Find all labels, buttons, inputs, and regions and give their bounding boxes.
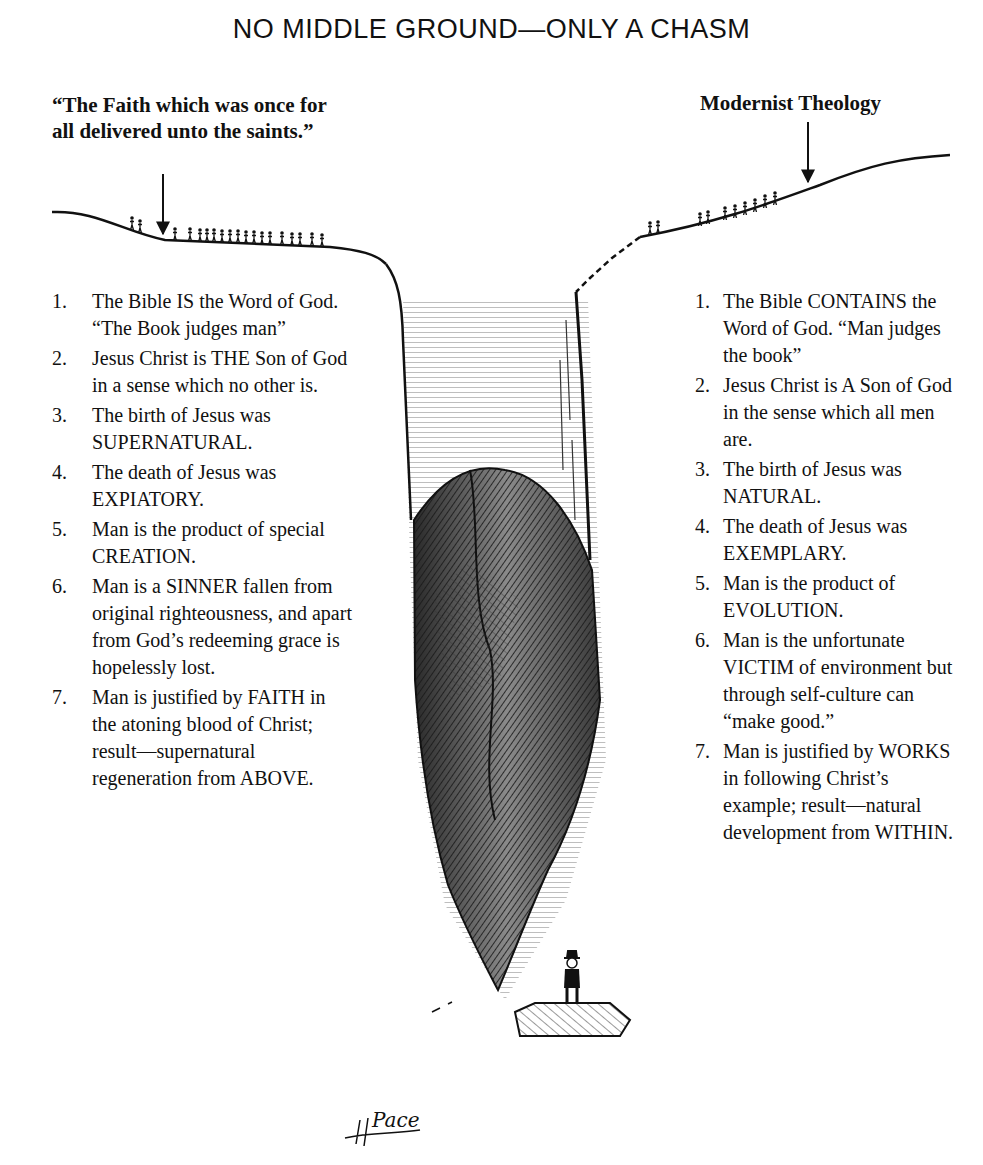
item-number: 2. bbox=[695, 372, 723, 453]
crowd-figure bbox=[138, 219, 142, 233]
chasm-wash bbox=[403, 300, 606, 1000]
item-number: 4. bbox=[52, 459, 92, 513]
crowd-figure bbox=[173, 227, 177, 241]
statement-text: Man is a SINNER fallen from original rig… bbox=[92, 573, 352, 681]
statement-text: The Bible IS the Word of God. “The Book … bbox=[92, 288, 352, 342]
statement-row: 3.The birth of Jesus was SUPERNATURAL. bbox=[52, 402, 352, 456]
right-wall bbox=[576, 292, 590, 560]
crowd-figure bbox=[698, 212, 702, 226]
pointer-arrow bbox=[807, 122, 809, 182]
rock-face bbox=[430, 560, 520, 700]
statement-row: 2.Jesus Christ is A Son of God in the se… bbox=[695, 372, 957, 453]
crowd-figure bbox=[205, 228, 209, 242]
crowd-figure bbox=[743, 201, 747, 215]
statement-column: 1.The Bible CONTAINS the Word of God. “M… bbox=[695, 288, 957, 849]
crowd-figure bbox=[212, 228, 216, 242]
statement-row: 3.The birth of Jesus was NATURAL. bbox=[695, 456, 957, 510]
item-number: 4. bbox=[695, 513, 723, 567]
statement-row: 1.The Bible CONTAINS the Word of God. “M… bbox=[695, 288, 957, 369]
rock-shade bbox=[414, 468, 600, 990]
crowd-figure bbox=[260, 231, 264, 245]
statement-text: Man is the unfortunate VICTIM of environ… bbox=[723, 627, 957, 735]
statement-text: The birth of Jesus was SUPERNATURAL. bbox=[92, 402, 352, 456]
wall-hatching bbox=[560, 320, 575, 520]
right-ground bbox=[640, 155, 950, 237]
statement-text: Man is justified by FAITH in the atoning… bbox=[92, 684, 352, 792]
statement-column: 1.The Bible IS the Word of God. “The Boo… bbox=[52, 288, 352, 795]
rock-ledge bbox=[515, 1003, 630, 1036]
statement-text: Man is the product of EVOLUTION. bbox=[723, 570, 957, 624]
crowd-figure bbox=[733, 204, 737, 218]
crowd-figure bbox=[298, 232, 302, 246]
statement-row: 7.Man is justified by WORKS in following… bbox=[695, 738, 957, 846]
item-number: 2. bbox=[52, 345, 92, 399]
left-wall bbox=[386, 264, 411, 520]
right-crowd bbox=[648, 191, 777, 235]
crowd-figure bbox=[198, 228, 202, 242]
item-number: 7. bbox=[695, 738, 723, 846]
statement-row: 7.Man is justified by FAITH in the atoni… bbox=[52, 684, 352, 792]
left-crowd bbox=[130, 216, 324, 247]
crowd-figure bbox=[252, 230, 256, 244]
crowd-figure bbox=[130, 216, 134, 230]
statement-text: The death of Jesus was EXEMPLARY. bbox=[723, 513, 957, 567]
statement-row: 5.Man is the product of EVOLUTION. bbox=[695, 570, 957, 624]
crowd-figure bbox=[244, 230, 248, 244]
crowd-figure bbox=[656, 220, 660, 234]
statement-row: 6.Man is the unfortunate VICTIM of envir… bbox=[695, 627, 957, 735]
crowd-figure bbox=[723, 206, 727, 220]
column-heading: Modernist Theology bbox=[700, 90, 960, 116]
item-number: 6. bbox=[52, 573, 92, 681]
item-number: 3. bbox=[695, 456, 723, 510]
statement-text: Jesus Christ is A Son of God in the sens… bbox=[723, 372, 957, 453]
item-number: 1. bbox=[695, 288, 723, 369]
statement-text: The birth of Jesus was NATURAL. bbox=[723, 456, 957, 510]
column-heading: “The Faith which was once for all delive… bbox=[52, 92, 352, 144]
crowd-figure bbox=[320, 233, 324, 247]
title: NO MIDDLE GROUND—ONLY A CHASM bbox=[0, 14, 983, 45]
statement-row: 1.The Bible IS the Word of God. “The Boo… bbox=[52, 288, 352, 342]
left-ground bbox=[52, 212, 386, 264]
crowd-figure bbox=[310, 232, 314, 246]
pointer-arrow bbox=[162, 174, 164, 234]
statement-row: 4.The death of Jesus was EXEMPLARY. bbox=[695, 513, 957, 567]
item-number: 5. bbox=[695, 570, 723, 624]
crowd-figure bbox=[773, 191, 777, 205]
item-number: 5. bbox=[52, 516, 92, 570]
rock-pillar bbox=[414, 468, 600, 990]
crowd-figure bbox=[236, 229, 240, 243]
lone-man bbox=[564, 951, 580, 1004]
crowd-figure bbox=[753, 198, 757, 212]
statement-text: Man is justified by WORKS in following C… bbox=[723, 738, 957, 846]
crowd-figure bbox=[280, 231, 284, 245]
artist-signature: Pace bbox=[372, 1108, 452, 1132]
crowd-figure bbox=[648, 221, 652, 235]
crowd-figure bbox=[188, 227, 192, 241]
item-number: 1. bbox=[52, 288, 92, 342]
pebbles bbox=[432, 1002, 452, 1012]
statement-text: The death of Jesus was EXPIATORY. bbox=[92, 459, 352, 513]
statement-row: 4.The death of Jesus was EXPIATORY. bbox=[52, 459, 352, 513]
statement-row: 5.Man is the product of special CREATION… bbox=[52, 516, 352, 570]
crowd-figure bbox=[290, 232, 294, 246]
statement-text: The Bible CONTAINS the Word of God. “Man… bbox=[723, 288, 957, 369]
crowd-figure bbox=[763, 194, 767, 208]
crowd-figure bbox=[268, 231, 272, 245]
statement-text: Jesus Christ is THE Son of God in a sens… bbox=[92, 345, 352, 399]
statement-row: 6.Man is a SINNER fallen from original r… bbox=[52, 573, 352, 681]
item-number: 3. bbox=[52, 402, 92, 456]
item-number: 6. bbox=[695, 627, 723, 735]
crowd-figure bbox=[706, 210, 710, 224]
broken-edge bbox=[576, 237, 640, 292]
crowd-figure bbox=[220, 229, 224, 243]
statement-row: 2.Jesus Christ is THE Son of God in a se… bbox=[52, 345, 352, 399]
crowd-figure bbox=[228, 229, 232, 243]
statement-text: Man is the product of special CREATION. bbox=[92, 516, 352, 570]
item-number: 7. bbox=[52, 684, 92, 792]
